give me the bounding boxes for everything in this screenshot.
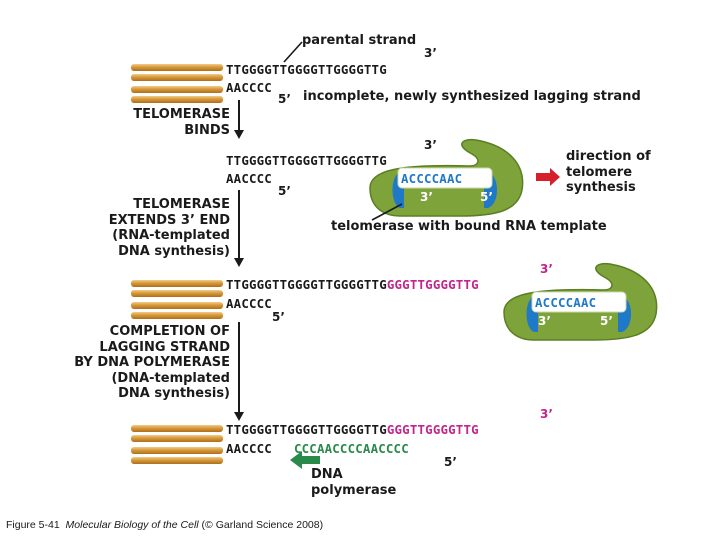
parental-strand-label: parental strand	[302, 33, 417, 48]
helix-rod	[131, 302, 223, 309]
helix-rod	[131, 447, 223, 454]
figure-caption: Figure 5-41 Molecular Biology of the Cel…	[6, 519, 324, 531]
polymerase-arrow-icon	[290, 451, 320, 469]
five-prime-label: 5’	[444, 455, 457, 469]
three-prime-label: 3’	[540, 262, 553, 276]
sequence-bottom-2: AACCCC	[226, 171, 272, 186]
parental-pointer-line	[283, 41, 303, 63]
lagging-helix-rod	[131, 86, 223, 93]
parental-helix-rod	[131, 64, 223, 71]
telomerase-enzyme	[503, 262, 658, 341]
helix-rod	[131, 425, 223, 432]
helix-rod	[131, 457, 223, 464]
sequence-top-4: TTGGGGTTGGGGTTGGGGTTGGGGTTGGGGTTG	[226, 422, 479, 437]
template-five-prime: 5’	[600, 314, 613, 328]
template-five-prime: 5’	[480, 190, 493, 204]
helix-rod	[131, 435, 223, 442]
step-arrow-head	[234, 412, 244, 421]
three-prime-label: 3’	[540, 407, 553, 421]
sequence-bottom-3: AACCCC	[226, 296, 272, 311]
three-prime-label: 3’	[424, 46, 437, 60]
parental-helix-rod	[131, 74, 223, 81]
step-arrow-shaft	[238, 190, 240, 260]
rna-template-sequence: ACCCCAAC	[401, 171, 463, 186]
sequence-top-1: TTGGGGTTGGGGTTGGGGTTG	[226, 62, 387, 77]
five-prime-label: 5’	[278, 92, 291, 106]
five-prime-label: 5’	[278, 184, 291, 198]
step-arrow-head	[234, 130, 244, 139]
helix-rod	[131, 290, 223, 297]
step-arrow-shaft	[238, 322, 240, 414]
telomerase-pointer-line	[371, 203, 403, 221]
helix-rod	[131, 280, 223, 287]
telomerase-template-label: telomerase with bound RNA template	[331, 219, 607, 234]
sequence-top-3: TTGGGGTTGGGGTTGGGGTTGGGGTTGGGGTTG	[226, 277, 479, 292]
template-three-prime: 3’	[538, 314, 551, 328]
step-arrow-shaft	[238, 100, 240, 130]
lagging-strand-label: incomplete, newly synthesized lagging st…	[303, 89, 641, 104]
five-prime-label: 5’	[272, 310, 285, 324]
template-three-prime: 3’	[420, 190, 433, 204]
telomerase-enzyme	[369, 138, 524, 217]
three-prime-label: 3’	[424, 138, 437, 152]
direction-arrow-icon	[536, 168, 560, 186]
sequence-top-2: TTGGGGTTGGGGTTGGGGTTG	[226, 153, 387, 168]
sequence-bottom-1: AACCCC	[226, 80, 272, 95]
step-arrow-head	[234, 258, 244, 267]
lagging-helix-rod	[131, 96, 223, 103]
rna-template-sequence: ACCCCAAC	[535, 295, 597, 310]
helix-rod	[131, 312, 223, 319]
